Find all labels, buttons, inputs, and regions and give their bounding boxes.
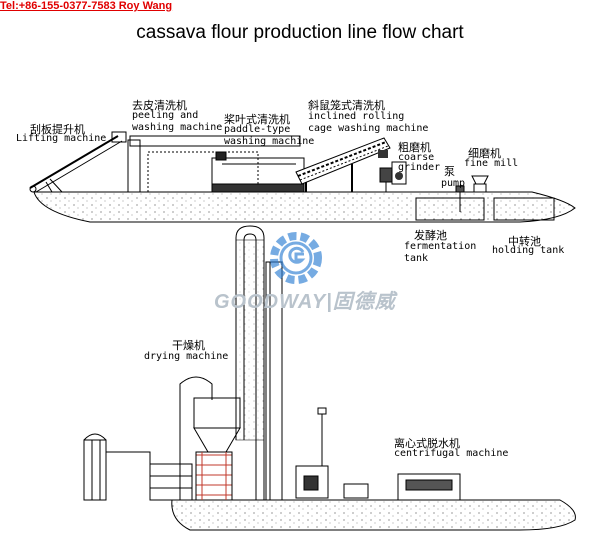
label-holding-en: holding tank: [492, 245, 565, 256]
gear-g-logo-icon: [270, 232, 322, 284]
label-peeling-en2: washing machine: [132, 122, 223, 133]
chart-title: cassava flour production line flow chart: [136, 22, 464, 43]
label-lifting-cn: 刮板提升机: [30, 123, 85, 136]
fine-mill: [471, 175, 489, 193]
lifting-machine: [29, 131, 127, 193]
label-drying-cn: 干燥机: [172, 339, 205, 352]
label-pump-en: pump: [441, 178, 466, 189]
tanks: [415, 192, 555, 221]
label-holding-cn: 中转池: [508, 235, 541, 248]
label-inclined-cn: 斜鼠笼式清洗机: [308, 99, 385, 112]
label-paddle-cn: 桨叶式清洗机: [224, 113, 290, 126]
watermark-brand: GOODWAY|固德威: [214, 291, 396, 313]
label-pump-cn: 泵: [444, 165, 455, 178]
label-fine-cn: 细磨机: [468, 147, 501, 160]
label-coarse-en1: coarse: [398, 152, 435, 163]
label-inclined-en2: cage washing machine: [308, 123, 429, 134]
label-centri-cn: 离心式脱水机: [394, 437, 460, 450]
dryer-pipes: [235, 225, 283, 501]
label-inclined-en1: inclined rolling: [308, 111, 405, 122]
peeling-washing-machine: [127, 135, 301, 193]
label-fine-en: fine mill: [464, 158, 519, 169]
label-ferment-en1: fermentation: [404, 241, 477, 252]
label-drying-en: drying machine: [144, 351, 229, 362]
label-coarse-en2: grinder: [398, 162, 441, 173]
contact-link[interactable]: Tel:+86-155-0377-7583 Roy Wang: [0, 0, 173, 12]
label-coarse-cn: 粗磨机: [398, 141, 431, 154]
feeder-equipment: [295, 407, 369, 499]
lower-ground-slab: [171, 499, 576, 531]
label-paddle-en1: paddle-type: [224, 124, 291, 135]
inclined-cage-washer: [295, 137, 391, 192]
label-lifting-en: Lifting machine: [16, 133, 107, 144]
label-centri-en: centrifugal machine: [394, 448, 509, 459]
label-peeling-en1: peeling and: [132, 110, 199, 121]
label-ferment-en2: tank: [404, 253, 429, 264]
upper-ground-slab: [33, 191, 576, 223]
label-ferment-cn: 发酵池: [414, 229, 447, 242]
coarse-grinder: [379, 161, 407, 192]
drying-machine: [149, 376, 241, 501]
centrifugal-machine: [397, 473, 461, 501]
label-peeling-cn: 去皮清洗机: [132, 99, 187, 112]
label-paddle-en2: washing machine: [224, 136, 315, 147]
bag-filter: [83, 433, 151, 501]
